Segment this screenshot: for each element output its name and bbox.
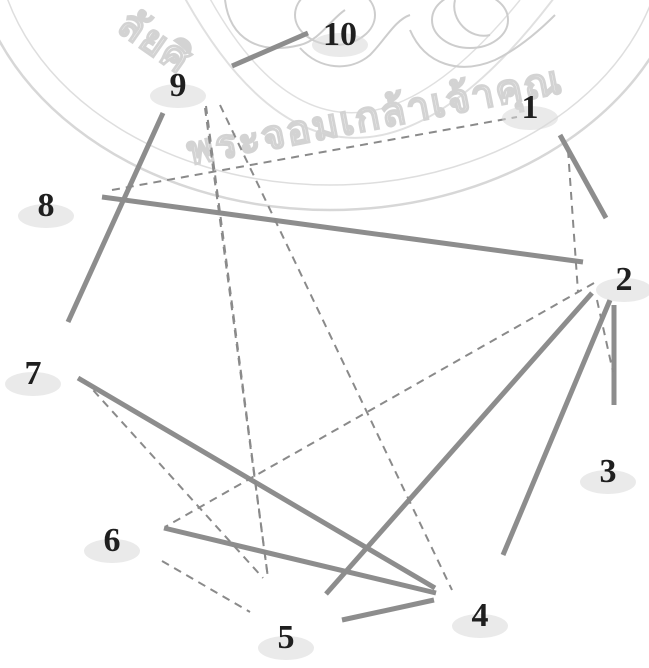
node-label: 6 [104, 522, 121, 559]
node-4: 4 [452, 597, 508, 638]
edge-4-6-solid [164, 528, 436, 593]
edge-2-4-solid [503, 300, 610, 555]
node-label: 1 [522, 89, 539, 126]
node-label: 4 [472, 597, 489, 634]
node-label: 7 [25, 355, 42, 392]
node-label: 10 [323, 16, 357, 53]
edge-9-5-dashed [206, 106, 268, 578]
edge-9-4-dashed [220, 105, 452, 590]
node-label: 9 [170, 67, 187, 104]
watermark-text-left: ลัยศิ [109, 1, 200, 84]
node-3: 3 [580, 453, 636, 494]
edge-1-2-solid [560, 135, 606, 218]
edge-1-2-dashed [568, 150, 578, 292]
emblem-icon [225, 0, 555, 67]
node-8: 8 [18, 187, 74, 228]
node-9: 9 [150, 67, 206, 108]
edge-6-5-dashed [162, 561, 250, 612]
edge-4-5-solid [342, 600, 434, 620]
edge-7-9-solid [68, 113, 163, 322]
node-label: 5 [278, 619, 295, 656]
node-label: 3 [600, 453, 617, 490]
node-6: 6 [84, 522, 140, 563]
node-5: 5 [258, 619, 314, 660]
node-label: 2 [616, 261, 633, 298]
node-10: 10 [312, 16, 368, 57]
node-2: 2 [596, 261, 649, 302]
node-label: 8 [38, 187, 55, 224]
node-7: 7 [5, 355, 61, 396]
edge-2-8-solid [102, 197, 583, 262]
